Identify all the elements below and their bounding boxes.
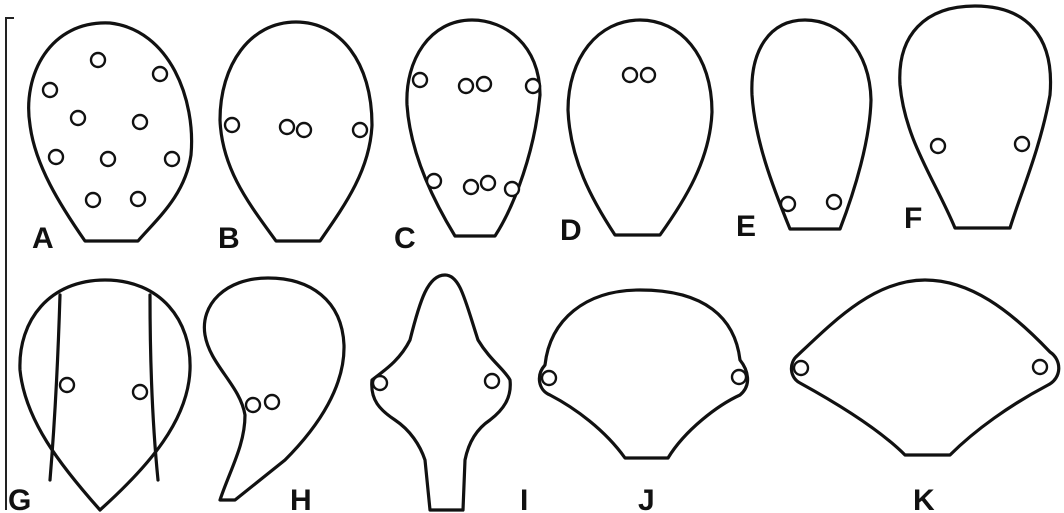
spot-k-2	[1033, 360, 1047, 374]
label-f: F	[904, 202, 922, 235]
shape-f-outline	[900, 6, 1051, 228]
spot-a-9	[86, 193, 100, 207]
spot-h-1	[246, 398, 260, 412]
panel-a: A	[29, 23, 192, 255]
spot-c-5	[427, 174, 441, 188]
label-g: G	[8, 484, 31, 513]
shape-g-outline	[20, 280, 190, 510]
spot-d-1	[623, 68, 637, 82]
spot-c-8	[505, 182, 519, 196]
spot-g-1	[60, 378, 74, 392]
spot-c-4	[526, 79, 540, 93]
panel-g: G	[8, 280, 190, 513]
label-h: H	[290, 484, 312, 513]
shape-j-outline	[539, 290, 747, 458]
panel-b: B	[218, 22, 372, 255]
shape-d-outline	[568, 20, 712, 235]
label-a: A	[32, 222, 54, 255]
label-b: B	[218, 222, 240, 255]
spot-c-2	[459, 79, 473, 93]
spot-a-4	[71, 111, 85, 125]
spot-d-2	[641, 68, 655, 82]
spot-e-1	[781, 197, 795, 211]
spot-g-2	[133, 385, 147, 399]
label-i: I	[520, 484, 528, 513]
spot-c-3	[477, 77, 491, 91]
spot-i-1	[373, 376, 387, 390]
shape-c-outline	[407, 20, 540, 236]
spot-a-8	[165, 152, 179, 166]
shape-k-outline	[791, 280, 1058, 455]
spot-j-1	[542, 371, 556, 385]
label-d: D	[560, 214, 582, 247]
panel-h: H	[204, 278, 344, 513]
spot-a-1	[91, 53, 105, 67]
panel-d: D	[560, 20, 712, 247]
panel-f: F	[900, 6, 1051, 235]
spot-a-5	[133, 115, 147, 129]
shape-i-outline	[372, 275, 511, 510]
spot-f-2	[1015, 137, 1029, 151]
left-frame-line	[6, 18, 14, 510]
spot-c-6	[464, 180, 478, 194]
label-e: E	[736, 210, 756, 243]
spot-i-2	[485, 374, 499, 388]
spot-a-3	[43, 83, 57, 97]
spot-c-1	[413, 73, 427, 87]
panel-k: K	[791, 280, 1058, 513]
spot-h-2	[265, 395, 279, 409]
panel-i: I	[372, 275, 529, 513]
spot-k-1	[794, 361, 808, 375]
spot-b-3	[297, 123, 311, 137]
shape-a-outline	[29, 23, 192, 241]
spot-j-2	[732, 370, 746, 384]
spot-a-7	[101, 152, 115, 166]
shape-h-outline	[204, 278, 344, 500]
panel-e: E	[736, 20, 871, 243]
label-c: C	[394, 222, 416, 255]
spot-a-10	[131, 192, 145, 206]
spot-b-2	[280, 120, 294, 134]
label-j: J	[638, 484, 655, 513]
spot-a-2	[153, 67, 167, 81]
spot-e-2	[827, 195, 841, 209]
spot-a-6	[49, 150, 63, 164]
label-k: K	[913, 484, 935, 513]
spot-f-1	[931, 139, 945, 153]
shape-e-outline	[752, 20, 871, 229]
shape-g-right-band	[150, 295, 158, 480]
panel-c: C	[394, 20, 540, 255]
spot-b-1	[225, 118, 239, 132]
panel-j: J	[539, 290, 747, 513]
spot-b-4	[353, 123, 367, 137]
spot-c-7	[481, 176, 495, 190]
